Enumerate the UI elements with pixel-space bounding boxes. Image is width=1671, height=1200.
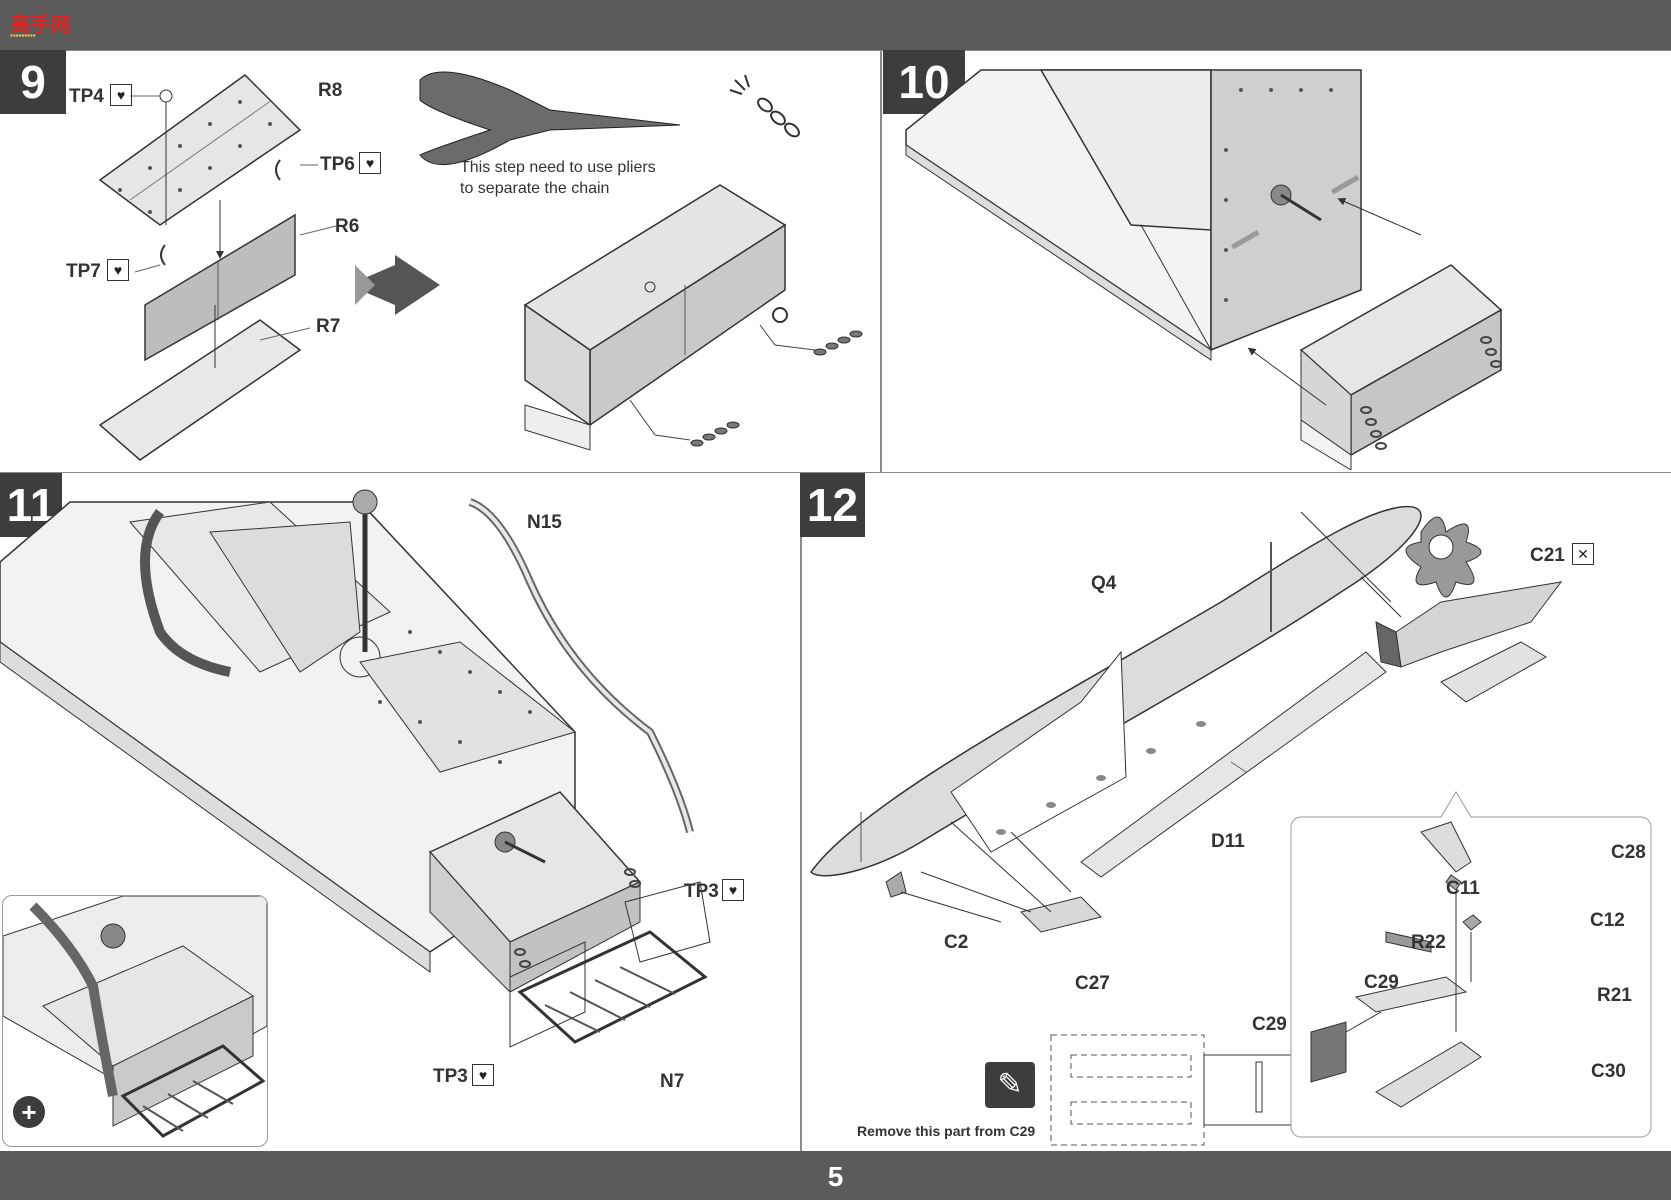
logo-text: 高手网: [10, 14, 70, 36]
step-12-badge: 12: [800, 473, 865, 537]
tp3-top-broken-heart-icon: ♥: [722, 879, 744, 901]
site-logo: 高手网 ▪▪▪▪▪▪▪▪▪: [4, 4, 70, 42]
remove-part-note: Remove this part from C29: [857, 1123, 1036, 1139]
page-number: 5: [827, 1161, 844, 1192]
step-9-badge: 9: [0, 50, 66, 114]
label-r22: R22: [1411, 932, 1446, 953]
label-d11: D11: [1211, 831, 1245, 852]
header-bar: 高手网 ▪▪▪▪▪▪▪▪▪: [0, 0, 1671, 50]
label-c29: C29: [1364, 972, 1399, 993]
pliers-note-line1: This step need to use pliers: [460, 159, 656, 176]
inset-illustration: [3, 896, 267, 1138]
c21-crossed-box-icon: ✕: [1572, 543, 1594, 565]
tp6-broken-heart-icon: ♥: [359, 152, 381, 174]
label-r21: R21: [1597, 985, 1632, 1006]
label-c12: C12: [1590, 910, 1625, 931]
label-r7: R7: [316, 316, 341, 337]
step-10-illustration: [905, 69, 1503, 470]
label-c28: C28: [1611, 842, 1646, 863]
tp4-broken-heart-icon: ♥: [110, 84, 132, 106]
label-r8: R8: [318, 80, 343, 101]
label-c2: C2: [944, 932, 969, 953]
step-12-illustration: [810, 505, 1652, 1146]
label-tp7: TP7: [66, 261, 101, 282]
label-c11: C11: [1446, 878, 1480, 899]
pliers-note-line2: to separate the chain: [460, 180, 610, 197]
step-11-inset: +: [2, 895, 268, 1147]
tp3-bottom-broken-heart-icon: ♥: [472, 1064, 494, 1086]
label-tp4: TP4: [69, 86, 104, 107]
step-11-illustration: [0, 489, 711, 1048]
label-r6: R6: [335, 216, 360, 237]
label-c29-sprue: C29: [1252, 1014, 1287, 1035]
label-tp3-bottom: TP3: [433, 1066, 468, 1087]
label-tp6: TP6: [320, 154, 355, 175]
step-9-illustration: [98, 71, 863, 461]
label-c30: C30: [1591, 1061, 1626, 1082]
footer-bar: 5: [0, 1151, 1671, 1200]
label-c27: C27: [1075, 973, 1110, 994]
zoom-in-icon: +: [13, 1096, 45, 1128]
label-tp3-top: TP3: [684, 881, 719, 902]
cut-tool-icon: ✎: [985, 1062, 1035, 1108]
label-n15: N15: [527, 512, 562, 533]
label-n7: N7: [660, 1071, 685, 1092]
tp7-broken-heart-icon: ♥: [107, 259, 129, 281]
label-c21: C21: [1530, 545, 1565, 566]
logo-subtext: ▪▪▪▪▪▪▪▪▪: [10, 31, 36, 40]
label-q4: Q4: [1091, 573, 1117, 594]
